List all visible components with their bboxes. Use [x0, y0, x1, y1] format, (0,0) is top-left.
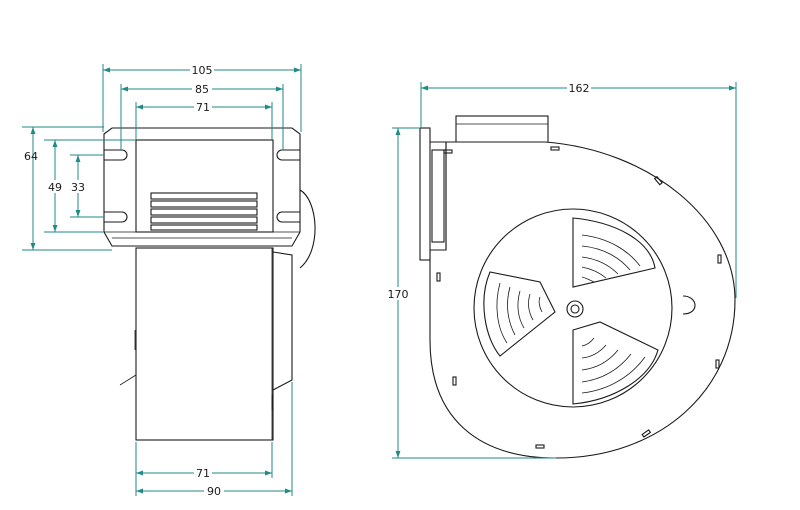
hub [566, 300, 584, 318]
dim-label-90: 90 [207, 485, 221, 498]
outlet-throat [431, 149, 445, 243]
outlet-flange [419, 127, 431, 261]
outlet-opening [135, 139, 274, 233]
dim-label-49: 49 [48, 181, 62, 194]
motor-side-face [272, 251, 293, 391]
vent-slots [150, 192, 258, 231]
mounting-flange [103, 127, 301, 247]
rivet-marks [436, 146, 722, 449]
mounting-slot-left-bottom [104, 211, 128, 223]
housing-tab [682, 295, 696, 315]
dim-label-170: 170 [388, 288, 409, 301]
mounting-slot-left-top [104, 149, 128, 161]
hub-bore [570, 304, 580, 314]
mounting-slot-right-bottom [276, 211, 300, 223]
dim-label-33: 33 [71, 181, 85, 194]
motor-top-block [455, 115, 549, 145]
dim-label-162: 162 [569, 82, 590, 95]
mounting-slot-right-top [276, 149, 300, 161]
dim-label-71-top: 71 [196, 101, 210, 114]
dim-label-85: 85 [195, 83, 209, 96]
inlet-guard [483, 217, 659, 405]
side-view: 105 85 71 64 49 33 71 90 [22, 63, 316, 498]
dim-label-105: 105 [192, 64, 213, 77]
dim-label-71-bottom: 71 [196, 467, 210, 480]
motor-housing [135, 247, 274, 441]
volute-housing [429, 141, 736, 459]
inlet-ring [473, 208, 673, 408]
dim-label-64: 64 [24, 150, 38, 163]
rear-curve [299, 189, 316, 269]
front-view: 162 170 [386, 81, 737, 459]
